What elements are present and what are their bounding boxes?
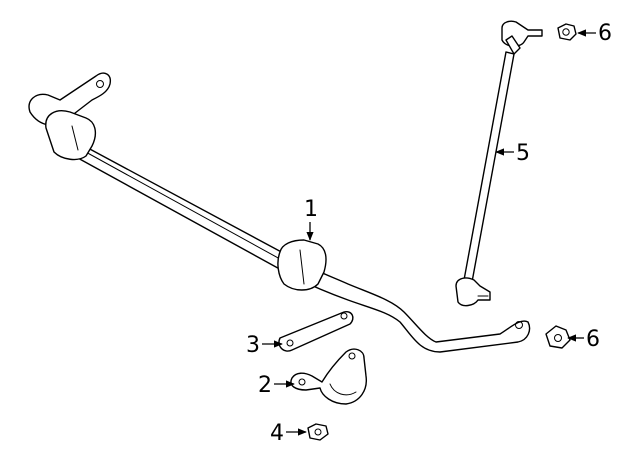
stabilizer-bar <box>28 72 531 353</box>
callout-2: 2 <box>258 373 295 398</box>
callout-label-5: 5 <box>516 141 530 166</box>
bracket-plate <box>278 310 354 352</box>
mounting-bracket <box>290 348 367 405</box>
callout-4: 4 <box>270 421 307 446</box>
callout-label-6-top: 6 <box>598 21 612 46</box>
callout-label-2: 2 <box>258 373 272 398</box>
callout-3: 3 <box>246 333 283 358</box>
callout-label-6-right: 6 <box>586 327 600 352</box>
callout-6-top: 6 <box>577 21 612 46</box>
callout-label-3: 3 <box>246 333 260 358</box>
bushing-left <box>45 110 97 161</box>
callout-1: 1 <box>304 197 318 241</box>
nut-top <box>557 23 577 41</box>
bushing-center <box>277 239 327 291</box>
callout-5: 5 <box>495 141 530 166</box>
nut-small <box>307 423 329 441</box>
stabilizer-link <box>455 20 543 307</box>
callout-6-right: 6 <box>567 327 600 352</box>
nut-right <box>545 325 571 349</box>
callout-label-1: 1 <box>304 197 318 222</box>
callout-label-4: 4 <box>270 421 284 446</box>
